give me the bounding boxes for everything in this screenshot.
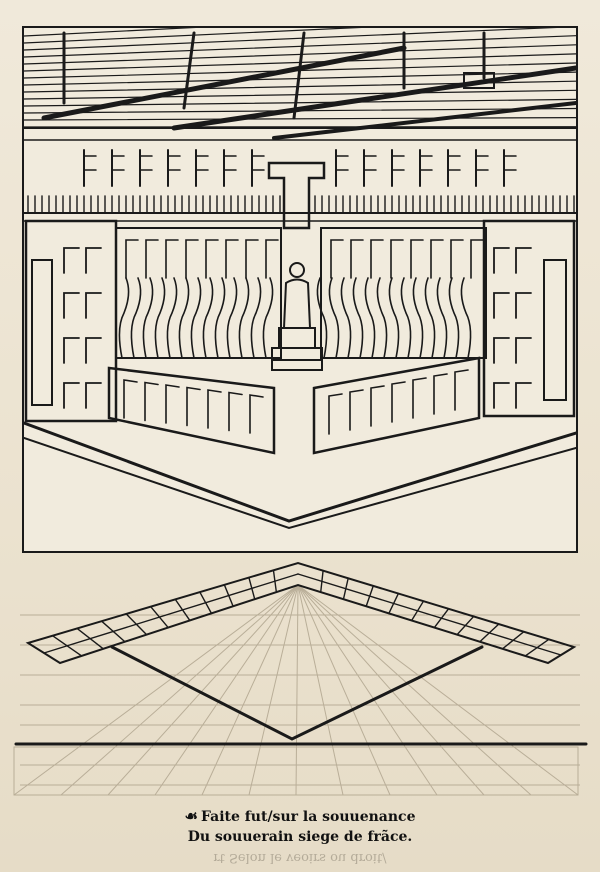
caption-line-1: ☙Faite fut/sur la souuenance (184, 807, 416, 825)
assembled-crowd (118, 277, 472, 359)
throne-hall-drawing (24, 28, 576, 530)
caption-text: ☙Faite fut/sur la souuenance Du souuerai… (0, 806, 600, 847)
bleed-through-text: rt Selon le veoirs ou droit/ (213, 850, 387, 865)
faint-floor-grid (13, 584, 580, 796)
enthroned-king (271, 262, 323, 371)
fence-crest (27, 195, 575, 214)
woodcut-illustration (22, 26, 578, 553)
pilcrow-icon: ☙ (184, 807, 198, 825)
front-wall-panels (123, 369, 469, 435)
perspective-diagram (0, 555, 600, 805)
hanging-banners (83, 149, 517, 187)
tower-windows (63, 247, 532, 409)
perspective-grid-drawing (13, 561, 588, 796)
wall-panels (125, 239, 484, 279)
caption-line-2: Du souuerain siege de frãce. (187, 829, 413, 845)
tiled-strip-cells (43, 569, 562, 657)
